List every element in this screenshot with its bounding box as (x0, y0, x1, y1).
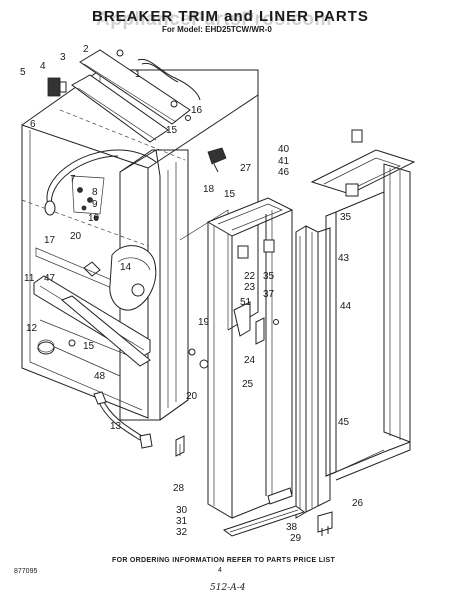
callout-4: 4 (40, 61, 46, 72)
callout-3: 3 (60, 52, 66, 63)
callout-8: 8 (92, 187, 98, 198)
callout-13: 13 (110, 421, 122, 432)
callout-27: 27 (240, 163, 252, 174)
callout-9: 9 (92, 199, 98, 210)
page-number: 4 (218, 567, 222, 574)
callout-1: 1 (135, 69, 141, 80)
callout-22: 22 (244, 271, 256, 282)
callout-32: 32 (176, 527, 188, 538)
callout-19: 19 (198, 317, 210, 328)
callout-17: 17 (44, 235, 56, 246)
callout-15c: 15 (224, 189, 236, 200)
callout-31: 31 (176, 516, 188, 527)
callout-43: 43 (338, 253, 350, 264)
callout-47: 47 (44, 273, 56, 284)
callout-23: 23 (244, 282, 256, 293)
callout-20a: 20 (70, 231, 82, 242)
callout-7: 7 (70, 174, 76, 185)
callout-20b: 20 (186, 391, 198, 402)
callout-40: 40 (278, 144, 290, 155)
callout-38: 38 (286, 522, 298, 533)
bracket-28 (175, 435, 185, 457)
callout-35b: 35 (340, 212, 352, 223)
callout-14: 14 (120, 262, 132, 273)
callout-28: 28 (173, 483, 185, 494)
document-code: 877095 (14, 568, 38, 575)
callout-30: 30 (176, 505, 188, 516)
callout-2: 2 (83, 44, 89, 55)
callout-51: 51 (240, 297, 252, 308)
handwritten-note: 512-A-4 (210, 583, 246, 593)
callout-37: 37 (263, 289, 275, 300)
callout-11: 11 (24, 273, 35, 284)
breaker-heater (83, 245, 157, 311)
wire-harness (44, 149, 157, 221)
callout-25: 25 (242, 379, 254, 390)
callout-35a: 35 (263, 271, 275, 282)
callout-15a: 15 (166, 125, 178, 136)
clip-27 (207, 147, 227, 173)
diagram-title: BREAKER TRIM and LINER PARTS (92, 8, 369, 25)
callout-5: 5 (20, 67, 26, 78)
callout-10: 10 (88, 213, 100, 224)
callout-46: 46 (278, 167, 290, 178)
callout-29: 29 (290, 533, 302, 544)
callout-18: 18 (203, 184, 215, 195)
callout-24: 24 (244, 355, 256, 366)
callout-26: 26 (352, 498, 364, 509)
lower-trim-left (33, 275, 209, 369)
callout-15b: 15 (83, 341, 95, 352)
callout-45: 45 (338, 417, 350, 428)
callout-12: 12 (26, 323, 38, 334)
top-trim (47, 49, 201, 143)
lower-wire (93, 391, 153, 449)
model-number: For Model: EHD25TCW/WR-0 (162, 25, 272, 34)
bottom-trim (222, 487, 333, 537)
breaker-strip (295, 225, 331, 519)
ordering-note: FOR ORDERING INFORMATION REFER TO PARTS … (112, 557, 336, 564)
callout-41: 41 (278, 156, 290, 167)
callout-16: 16 (191, 105, 203, 116)
breaker-strip-frame (206, 197, 294, 519)
liner-frame-right (310, 129, 416, 481)
callout-48: 48 (94, 371, 106, 382)
callout-6: 6 (30, 119, 36, 130)
watermark: AppliancePartsPros.com (96, 9, 332, 30)
callout-44: 44 (340, 301, 352, 312)
